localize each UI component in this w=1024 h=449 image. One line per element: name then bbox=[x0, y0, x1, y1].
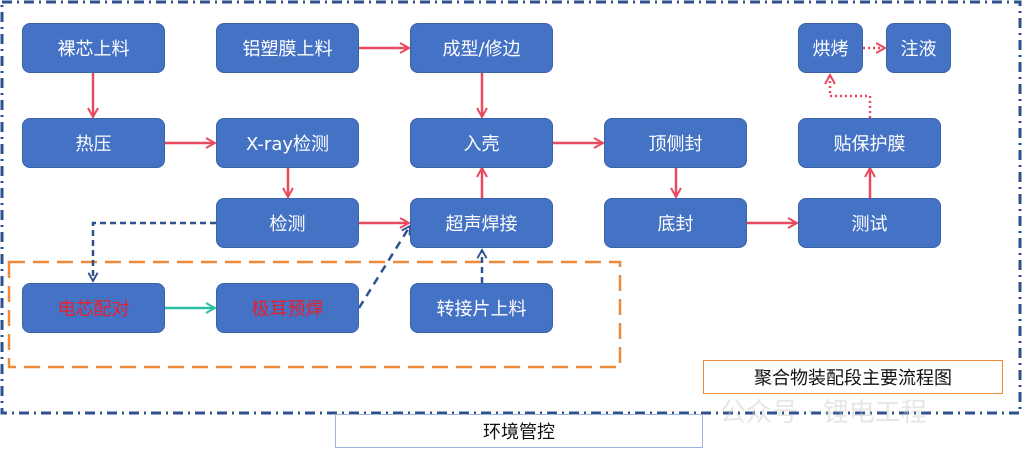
node-inspection: 检测 bbox=[216, 198, 359, 248]
node-ultrasonic-welding: 超声焊接 bbox=[410, 198, 553, 248]
node-hot-pressing: 热压 bbox=[22, 118, 165, 168]
node-label: 顶侧封 bbox=[648, 134, 703, 155]
node-protective-film: 贴保护膜 bbox=[798, 118, 941, 168]
diagram-title: 聚合物装配段主要流程图 bbox=[703, 360, 1003, 394]
node-label: 热压 bbox=[75, 134, 112, 155]
node-label: 成型/修边 bbox=[442, 39, 521, 60]
pre-welding-subgroup-boundary bbox=[7, 260, 622, 369]
node-label: 铝塑膜上料 bbox=[242, 39, 333, 60]
node-label: 超声焊接 bbox=[445, 214, 518, 235]
arrow-prewelding-to-ultrasonic bbox=[357, 226, 412, 309]
node-al-film-loading: 铝塑膜上料 bbox=[216, 23, 359, 73]
node-bottom-sealing: 底封 bbox=[604, 198, 747, 248]
node-label: 转接片上料 bbox=[436, 299, 527, 320]
environment-control-boundary bbox=[0, 0, 1022, 415]
node-label: X-ray检测 bbox=[245, 134, 329, 155]
node-tab-prewelding: 极耳预焊 bbox=[216, 283, 359, 333]
diagram-title-text: 聚合物装配段主要流程图 bbox=[754, 368, 952, 389]
node-adapter-loading: 转接片上料 bbox=[410, 283, 553, 333]
arrow-inspection-to-cell-pairing bbox=[93, 221, 216, 281]
node-label: 注液 bbox=[900, 39, 937, 60]
watermark: 公众号 · 锂电工程 bbox=[720, 398, 927, 428]
node-casing: 入壳 bbox=[410, 118, 553, 168]
node-label: 烘烤 bbox=[812, 39, 849, 60]
node-electrolyte-filling: 注液 bbox=[886, 23, 951, 73]
node-label: 裸芯上料 bbox=[57, 39, 130, 60]
node-baking: 烘烤 bbox=[798, 23, 863, 73]
node-bare-cell-loading: 裸芯上料 bbox=[22, 23, 165, 73]
node-label: 底封 bbox=[657, 214, 694, 235]
node-forming-trimming: 成型/修边 bbox=[410, 23, 553, 73]
environment-control-label: 环境管控 bbox=[335, 414, 703, 448]
environment-control-text: 环境管控 bbox=[483, 422, 555, 443]
node-label: 入壳 bbox=[463, 134, 500, 155]
node-label: 测试 bbox=[851, 214, 888, 235]
node-top-side-sealing: 顶侧封 bbox=[604, 118, 747, 168]
node-cell-pairing: 电芯配对 bbox=[22, 283, 165, 333]
arrow-protective-film-to-baking bbox=[830, 75, 872, 118]
node-label: 电芯配对 bbox=[57, 299, 130, 320]
node-testing: 测试 bbox=[798, 198, 941, 248]
node-label: 极耳预焊 bbox=[251, 299, 324, 320]
node-label: 贴保护膜 bbox=[833, 134, 906, 155]
node-label: 检测 bbox=[269, 214, 306, 235]
node-xray-inspection: X-ray检测 bbox=[216, 118, 359, 168]
